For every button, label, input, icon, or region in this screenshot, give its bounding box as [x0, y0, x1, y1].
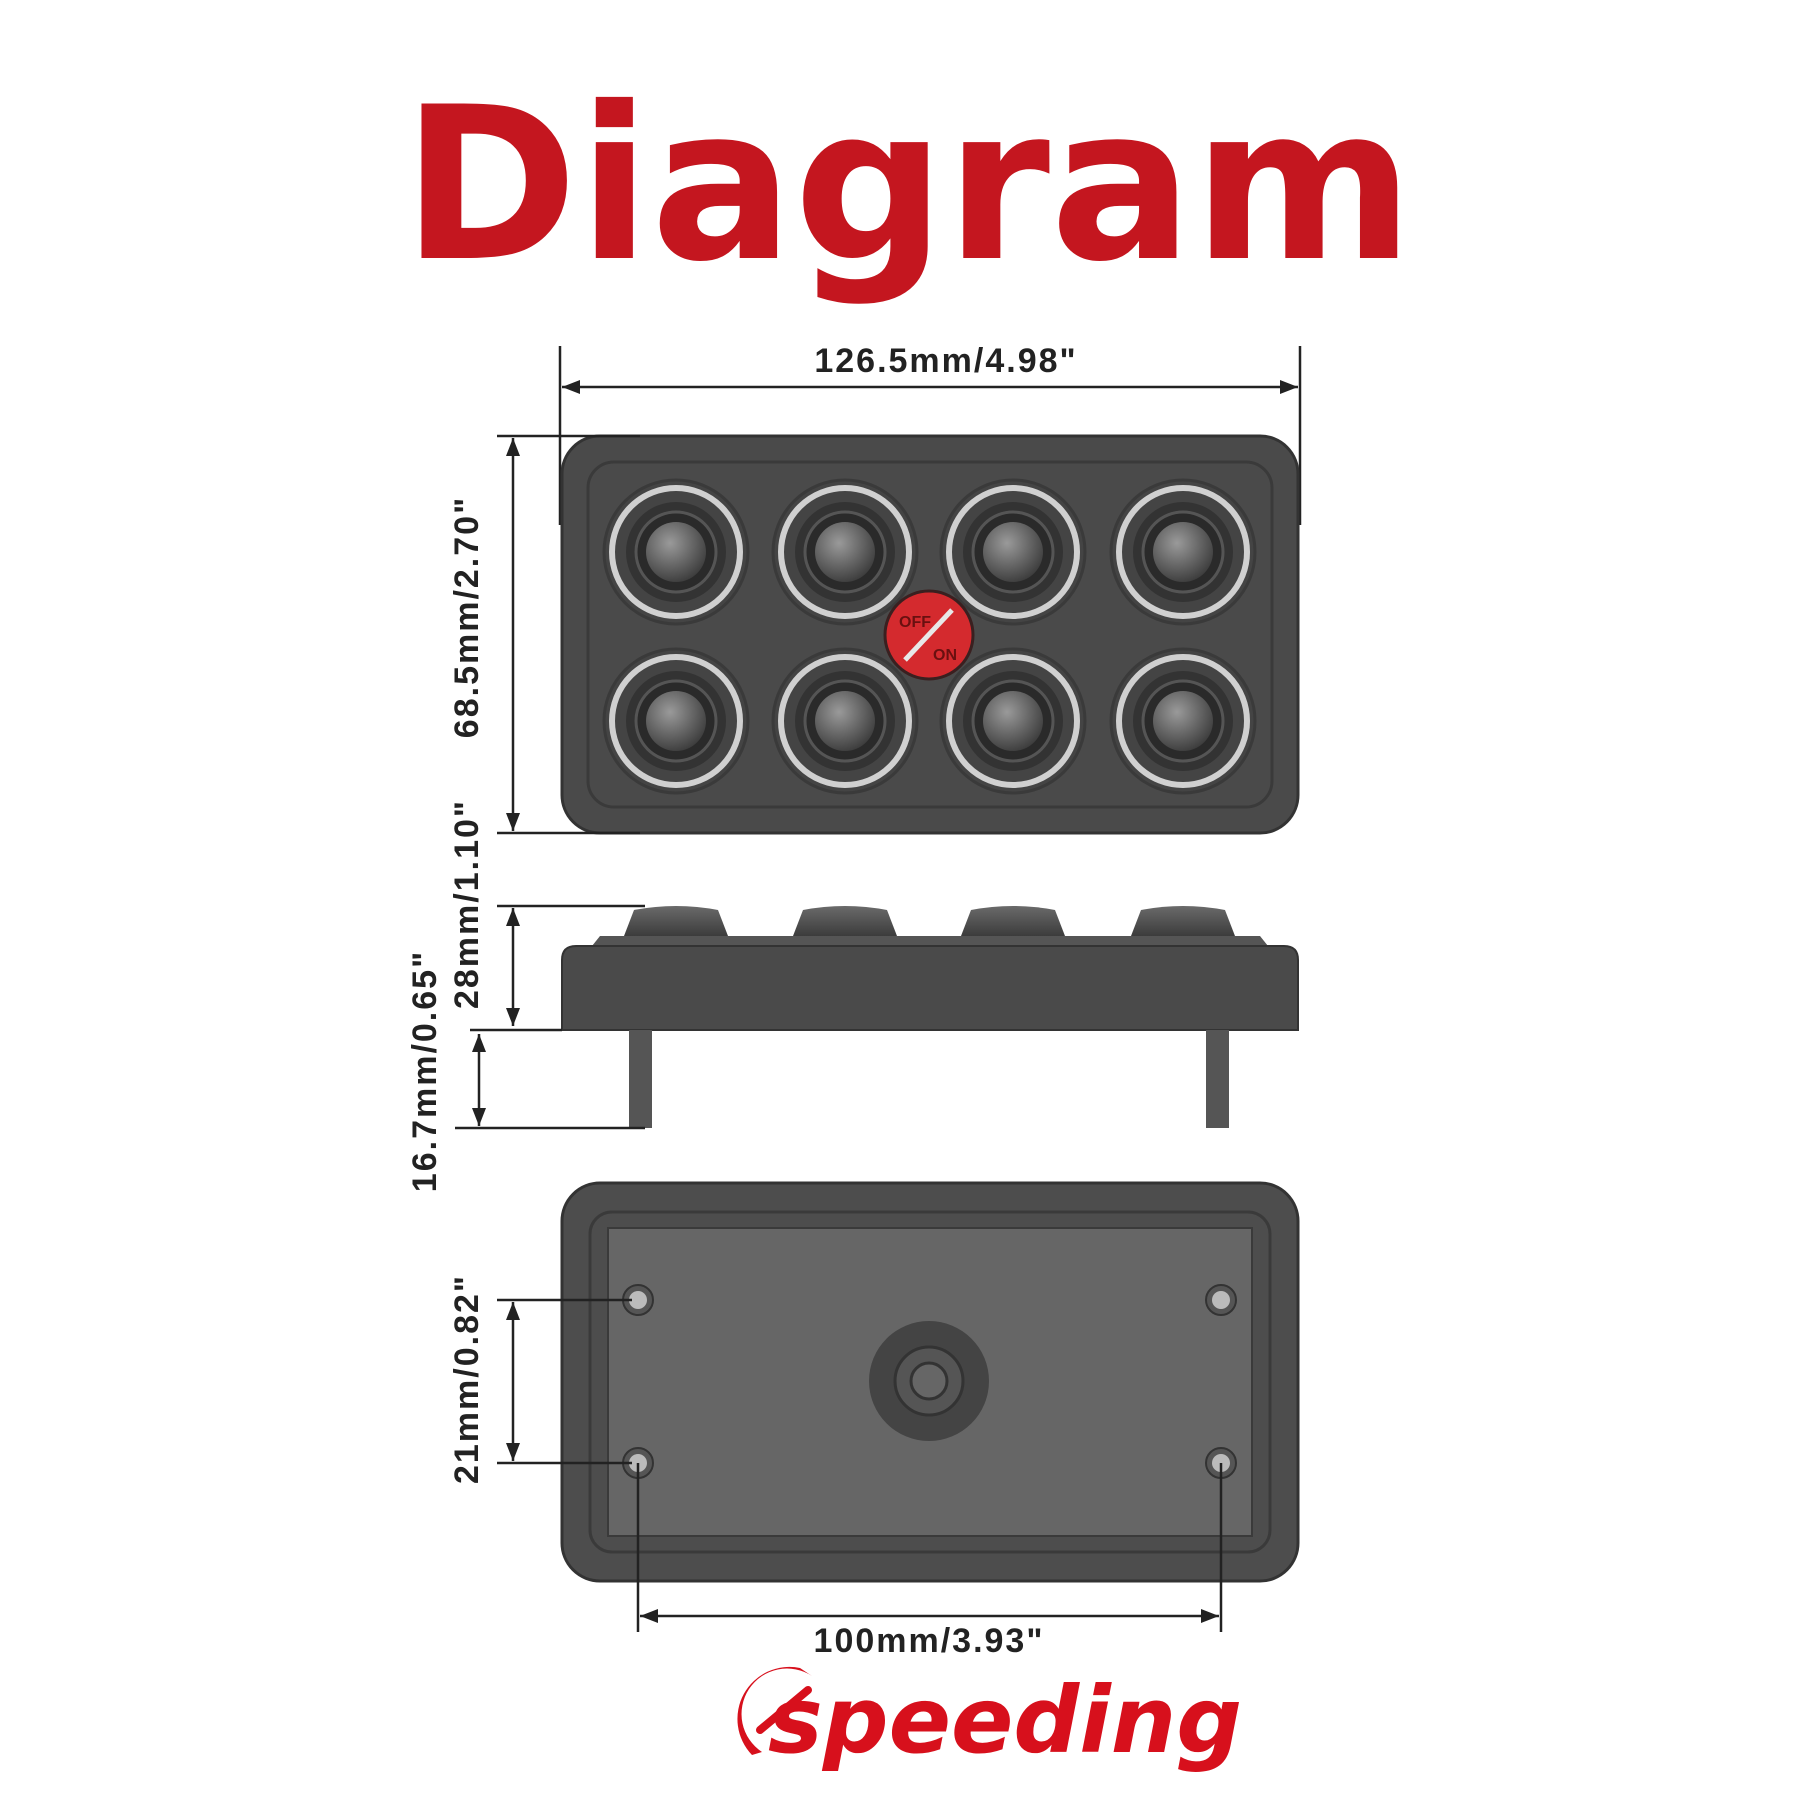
bottom-view	[560, 1181, 1300, 1583]
switch-button-side	[624, 906, 728, 936]
switch-button	[602, 478, 750, 626]
switch-button	[1109, 478, 1257, 626]
switch-button-side	[1131, 906, 1235, 936]
on-label: ON	[933, 647, 957, 664]
page-title: Diagram	[402, 61, 1414, 308]
switch-button	[602, 647, 750, 795]
side-view	[561, 906, 1299, 1128]
connector-boss	[869, 1321, 989, 1441]
switch-button	[939, 647, 1087, 795]
switch-button	[771, 478, 919, 626]
logo-text: speeding	[768, 1667, 1242, 1774]
hole-spacing-horizontal-label: 100mm/3.93"	[814, 1622, 1045, 1660]
switch-button	[1109, 647, 1257, 795]
power-button: OFF ON	[883, 589, 975, 681]
width-label: 126.5mm/4.98"	[814, 342, 1077, 380]
hole-spacing-vertical-dimension: 21mm/0.82"	[448, 1274, 632, 1484]
height-dimension: 68.5mm/2.70"	[448, 434, 640, 835]
switch-button	[771, 647, 919, 795]
hole-spacing-horizontal-dimension: 100mm/3.93"	[636, 1463, 1223, 1660]
switch-button-side	[793, 906, 897, 936]
top-view: OFF ON	[560, 434, 1300, 835]
switch-button-side	[961, 906, 1065, 936]
depth-label: 28mm/1.10"	[448, 799, 486, 1009]
off-label: OFF	[899, 614, 931, 631]
mounting-hole	[1205, 1284, 1237, 1316]
width-dimension: 126.5mm/4.98"	[558, 342, 1302, 525]
height-label: 68.5mm/2.70"	[448, 496, 486, 738]
mounting-stud	[1206, 1030, 1229, 1128]
mounting-stud	[629, 1030, 652, 1128]
stud-length-label: 16.7mm/0.65"	[406, 950, 444, 1192]
hole-spacing-vertical-label: 21mm/0.82"	[448, 1274, 486, 1484]
speeding-logo: speeding	[737, 1666, 1242, 1774]
switch-button	[939, 478, 1087, 626]
stud-dimension: 16.7mm/0.65"	[406, 950, 645, 1192]
depth-dimension: 28mm/1.10"	[448, 799, 645, 1032]
